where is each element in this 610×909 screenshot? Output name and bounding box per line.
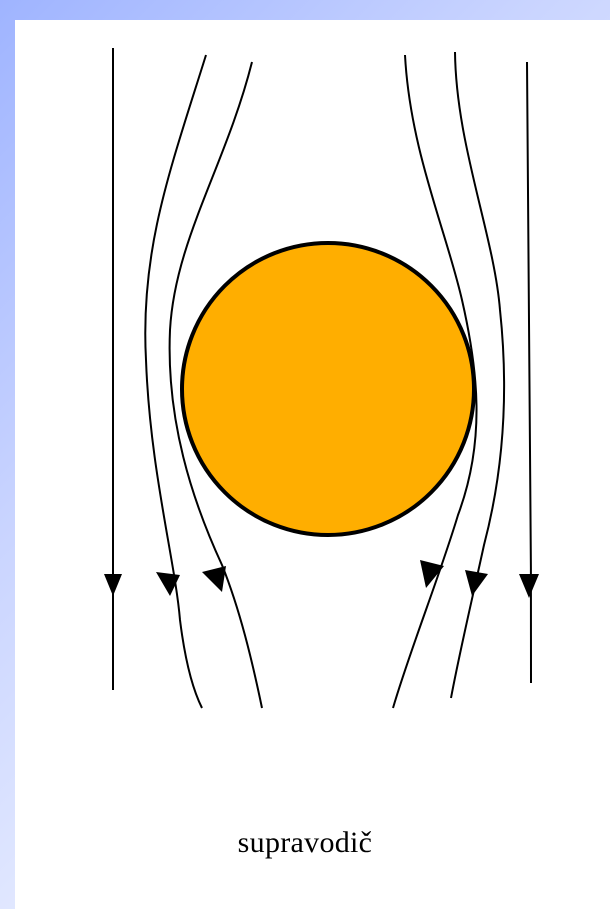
arrowhead-right-middle xyxy=(465,570,488,596)
arrowhead-left-outer xyxy=(104,574,122,596)
arrowhead-right-outer xyxy=(519,574,539,598)
arrowhead-right-inner xyxy=(420,560,444,588)
figure-caption: supravodič xyxy=(0,826,610,860)
superconductor-disk xyxy=(182,243,474,535)
arrowhead-left-inner xyxy=(202,566,226,592)
